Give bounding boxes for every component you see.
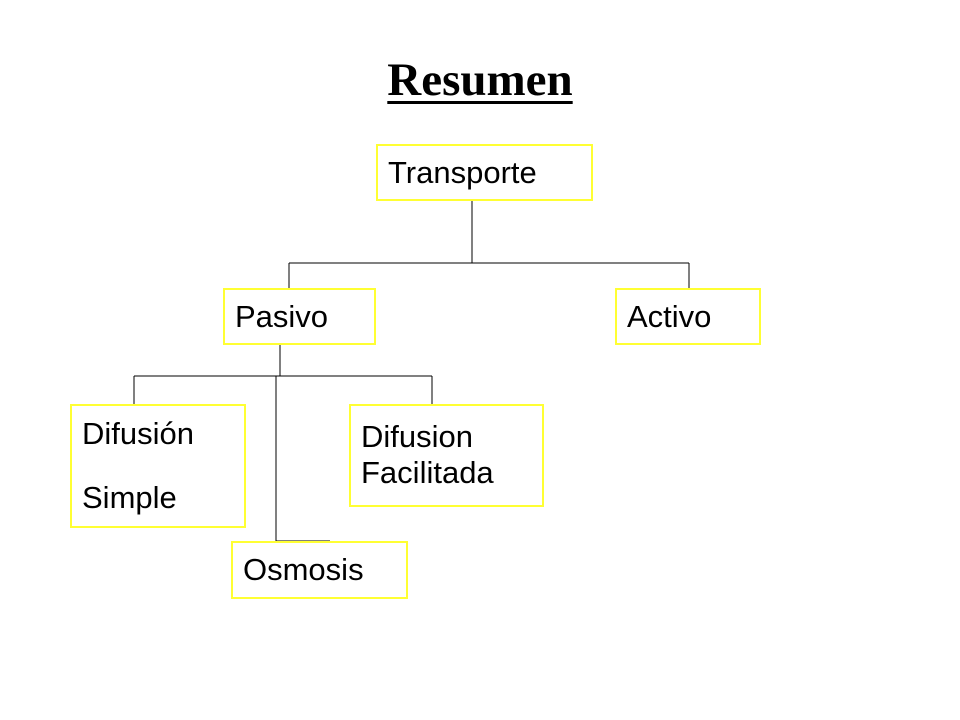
node-osmosis: Osmosis <box>231 541 408 599</box>
node-transporte: Transporte <box>376 144 593 201</box>
node-difusion-facilitada: Difusion Facilitada <box>349 404 544 507</box>
node-label-line-1: Difusión <box>82 416 194 451</box>
node-label: Osmosis <box>243 552 364 587</box>
node-label-line-2: Facilitada <box>361 455 494 490</box>
title-text: Resumen <box>387 54 573 106</box>
node-label: Transporte <box>388 155 537 190</box>
node-label: Pasivo <box>235 299 329 334</box>
node-difusion-simple: Difusión Simple <box>70 404 246 528</box>
node-label-line-2: Simple <box>82 480 177 515</box>
node-pasivo: Pasivo <box>223 288 376 345</box>
node-label: Activo <box>627 299 712 334</box>
page-title: Resumen <box>0 50 960 110</box>
node-activo: Activo <box>615 288 761 345</box>
node-label-line-1: Difusion <box>361 419 473 454</box>
